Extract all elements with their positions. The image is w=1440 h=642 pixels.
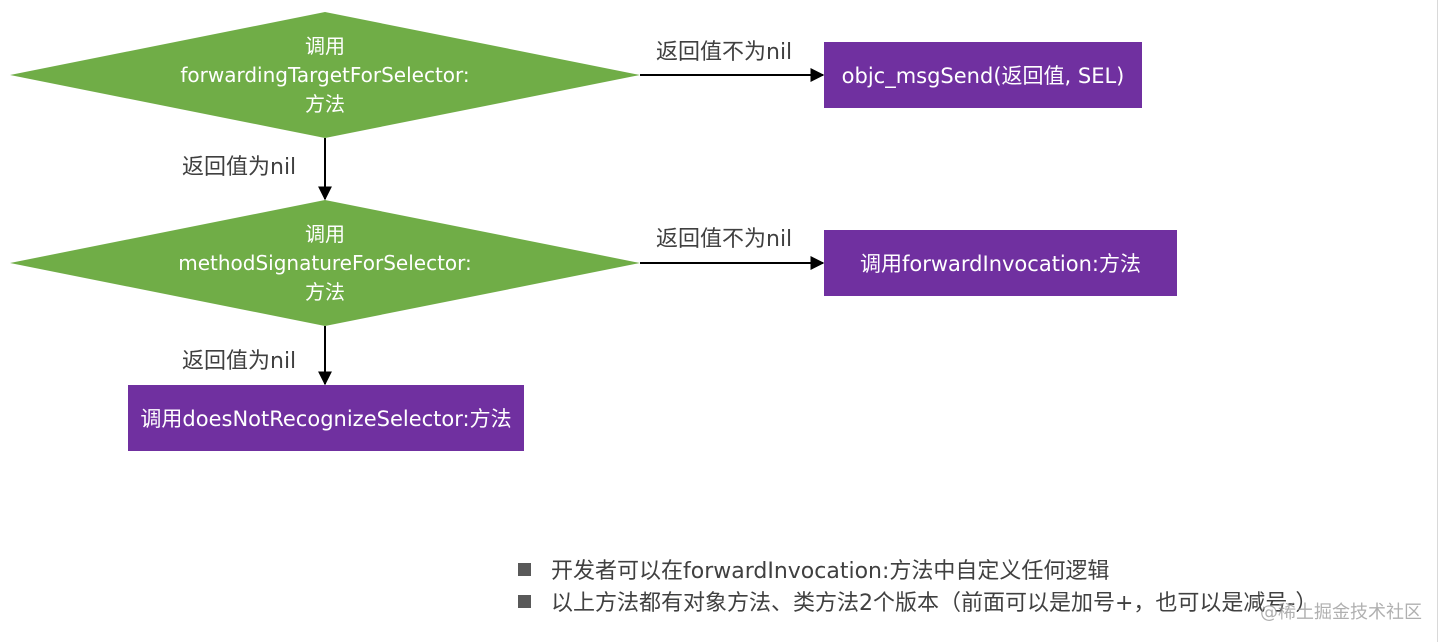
decision-text-line: 方法	[305, 92, 345, 116]
process-box-msgsend: objc_msgSend(返回值, SEL)	[824, 42, 1142, 108]
decision-method-signature-text: 调用 methodSignatureForSelector: 方法	[178, 220, 472, 307]
process-box-forward-invocation: 调用forwardInvocation:方法	[824, 230, 1177, 296]
note-item: 开发者可以在forwardInvocation:方法中自定义任何逻辑	[518, 553, 1317, 585]
right-edge-divider	[1437, 0, 1438, 642]
square-bullet-icon	[518, 562, 531, 576]
decision-text-line: methodSignatureForSelector:	[178, 251, 472, 275]
square-bullet-icon	[518, 594, 531, 608]
decision-text-line: forwardingTargetForSelector:	[180, 63, 470, 87]
decision-method-signature-shape	[10, 200, 640, 326]
decision-text-line: 调用	[305, 34, 345, 58]
edge-label-d2-nil: 返回值为nil	[182, 349, 297, 374]
decision-text-line: 调用	[304, 222, 345, 246]
decision-forwarding-target-shape	[10, 12, 640, 138]
notes-list: 开发者可以在forwardInvocation:方法中自定义任何逻辑 以上方法都…	[518, 553, 1317, 617]
edge-label-d1-nil: 返回值为nil	[182, 155, 297, 180]
decision-forwarding-target-text: 调用 forwardingTargetForSelector: 方法	[180, 32, 469, 119]
watermark: @稀土掘金技术社区	[1260, 602, 1422, 623]
edge-label-d1-not-nil: 返回值不为nil	[656, 40, 793, 65]
note-text: 开发者可以在forwardInvocation:方法中自定义任何逻辑	[551, 559, 1110, 584]
note-text: 以上方法都有对象方法、类方法2个版本（前面可以是加号+，也可以是减号-）	[551, 591, 1318, 616]
decision-text-line: 方法	[304, 280, 345, 304]
edge-label-d2-not-nil: 返回值不为nil	[656, 227, 793, 252]
process-box-not-recognize: 调用doesNotRecognizeSelector:方法	[128, 385, 524, 451]
note-item: 以上方法都有对象方法、类方法2个版本（前面可以是加号+，也可以是减号-）	[518, 585, 1317, 617]
